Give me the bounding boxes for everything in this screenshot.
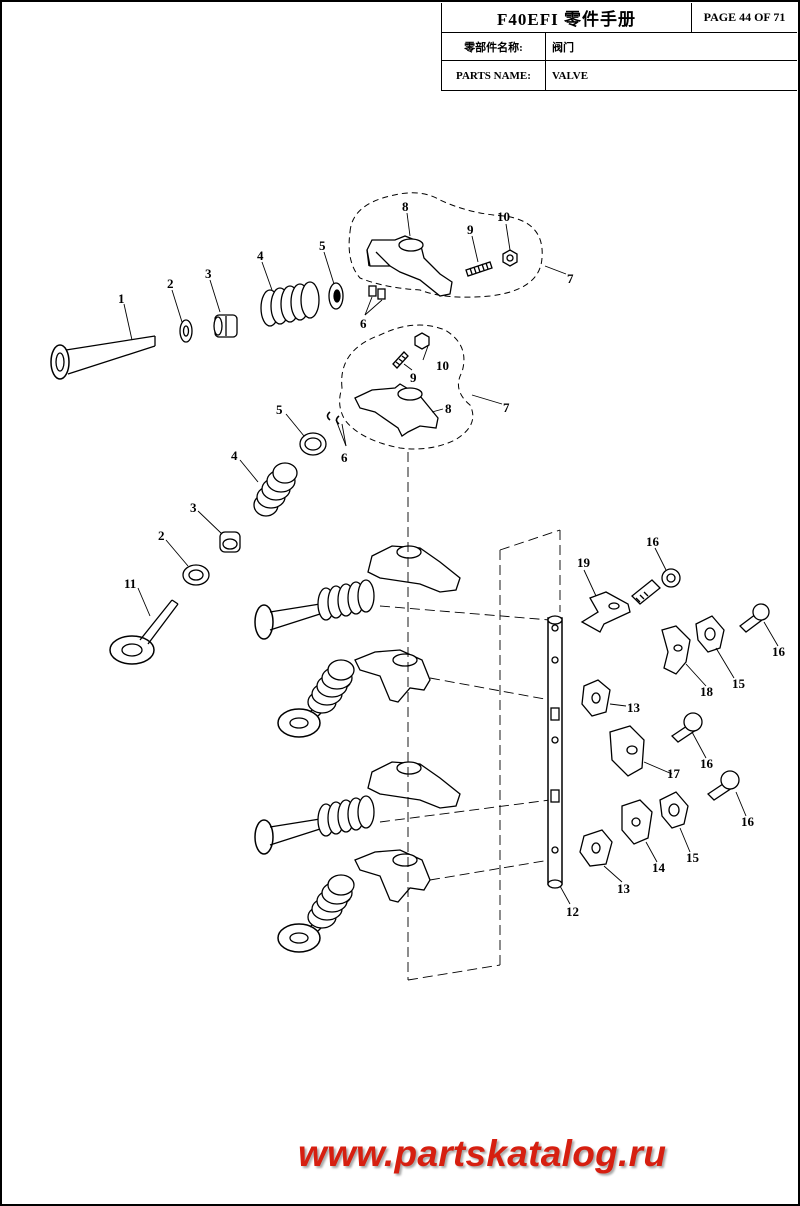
part-name-cn-value: 阀门 bbox=[552, 41, 574, 54]
callout-9: 9 bbox=[410, 370, 417, 385]
middle-valve-assembly: 10 9 8 7 6 5 4 3 2 11 bbox=[109, 324, 510, 665]
subassembly-outline bbox=[339, 324, 474, 450]
callout-4: 4 bbox=[257, 248, 264, 263]
callout-1: 1 bbox=[118, 291, 125, 306]
title-row: F40EFI 零件手册 PAGE 44 OF 71 bbox=[442, 3, 797, 33]
valve-set-a bbox=[254, 545, 461, 640]
callout-9: 9 bbox=[467, 222, 474, 237]
callout-5: 5 bbox=[319, 238, 326, 253]
callout-10: 10 bbox=[497, 209, 510, 224]
washer-part bbox=[179, 319, 193, 343]
callout-5: 5 bbox=[276, 402, 283, 417]
part-name-cn-label: 零部件名称: bbox=[442, 33, 546, 60]
part-name-en-value: VALVE bbox=[552, 69, 589, 82]
part-name-cn-row: 零部件名称: 阀门 bbox=[442, 33, 797, 61]
callout-6: 6 bbox=[360, 316, 367, 331]
page-number: PAGE 44 OF 71 bbox=[703, 10, 786, 24]
callout-6: 6 bbox=[341, 450, 348, 465]
shaft-leaders bbox=[559, 547, 779, 905]
rocker-arm-part bbox=[366, 235, 453, 297]
callout-13: 13 bbox=[627, 700, 641, 715]
callout-16: 16 bbox=[772, 644, 786, 659]
part-name-en-row: PARTS NAME: VALVE bbox=[442, 61, 797, 90]
adjust-screw-part bbox=[465, 261, 493, 277]
callout-11: 11 bbox=[124, 576, 136, 591]
callout-19: 19 bbox=[577, 555, 591, 570]
top-leaders bbox=[123, 212, 567, 341]
part-name-en-label: PARTS NAME: bbox=[442, 61, 546, 90]
callout-18: 18 bbox=[700, 684, 714, 699]
document-title: F40EFI 零件手册 bbox=[442, 3, 692, 32]
callout-15: 15 bbox=[732, 676, 746, 691]
valve-part bbox=[50, 335, 156, 380]
callout-12: 12 bbox=[566, 904, 579, 919]
callout-16: 16 bbox=[741, 814, 755, 829]
callout-2: 2 bbox=[158, 528, 165, 543]
seal-part bbox=[213, 314, 238, 338]
callout-3: 3 bbox=[205, 266, 212, 281]
watermark-url: www.partskatalog.ru bbox=[298, 1133, 667, 1174]
callout-8: 8 bbox=[402, 199, 409, 214]
title-block: F40EFI 零件手册 PAGE 44 OF 71 零部件名称: 阀门 PART… bbox=[441, 3, 797, 91]
shaft-hardware bbox=[579, 568, 770, 867]
callout-14: 14 bbox=[652, 860, 666, 875]
top-valve-assembly: 1 2 3 4 5 6 7 8 9 10 bbox=[50, 192, 574, 380]
callout-2: 2 bbox=[167, 276, 174, 291]
spring-part bbox=[260, 281, 320, 327]
callout-16: 16 bbox=[700, 756, 714, 771]
callout-13: 13 bbox=[617, 881, 631, 896]
callout-3: 3 bbox=[190, 500, 197, 515]
rocker-shaft-part bbox=[547, 615, 563, 889]
lower-valve-sets bbox=[254, 545, 461, 953]
callout-7: 7 bbox=[503, 400, 510, 415]
valve-set-d bbox=[277, 849, 431, 953]
callout-8: 8 bbox=[445, 401, 452, 416]
callout-7: 7 bbox=[567, 271, 574, 286]
callout-17: 17 bbox=[667, 766, 681, 781]
callout-16: 16 bbox=[646, 534, 660, 549]
callout-10: 10 bbox=[436, 358, 449, 373]
callout-15: 15 bbox=[686, 850, 700, 865]
keeper-part bbox=[368, 285, 377, 297]
valve-set-b bbox=[277, 649, 431, 738]
callout-4: 4 bbox=[231, 448, 238, 463]
nut-part bbox=[502, 249, 518, 267]
valve-set-c bbox=[254, 761, 461, 855]
subassembly-outline bbox=[348, 192, 543, 298]
alignment-lines bbox=[379, 452, 561, 981]
